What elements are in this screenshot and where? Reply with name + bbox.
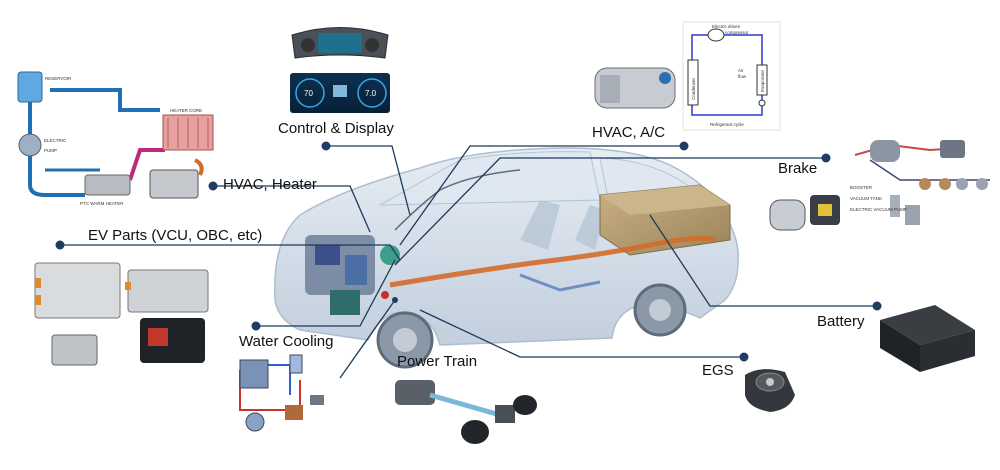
obc-box [127,269,209,313]
speed-readout: 70 [304,89,313,98]
coolant-pump [245,412,265,432]
air-flow-text-2: flow [738,74,747,79]
car-illustration [273,147,739,369]
ptc-heater [84,174,131,196]
connector-lines [60,145,877,379]
brake-booster [870,140,900,162]
coolant-reservoir [289,354,303,374]
ac-compressor-symbol [707,28,725,42]
vacuum-tank-text: VACUUM TANK [850,196,882,201]
egs-shifter [745,369,795,412]
ptc-module [149,169,199,199]
egs-label: EGS [702,362,734,379]
evaporator-text: Evaporator [760,69,765,92]
car-seat [520,200,560,250]
power-train-assembly [395,380,537,444]
brake-label: Brake [778,160,818,177]
electric-label: ELECTRIC [44,138,67,143]
ev-parts-label: EV Parts (VCU, OBC, etc) [88,227,263,244]
controller-small [51,334,98,366]
radiator [239,359,269,389]
battery-box [880,305,975,372]
ev-parts-modules [34,262,209,366]
electric-pump [18,133,42,157]
pump-label: PUMP [44,148,57,153]
motor-unit [395,380,435,405]
heater-circuit: RESERVOIR ELECTRIC PUMP HEATER CORE PTC … [17,71,214,206]
vacuum-pump-text: ELECTRIC VACUUM PUMP [850,207,907,212]
wheel-right [513,395,537,415]
compressor-text-2: compressor [725,30,749,35]
hvac-heater-label: HVAC, Heater [223,176,317,193]
reservoir-label: RESERVOIR [45,76,72,81]
ac-system: Electric driven compressor Air flow Refr… [594,21,781,131]
vacuum-pump [905,205,920,225]
battery-label: Battery [817,313,865,330]
water-cooling-label: Water Cooling [239,333,334,350]
car-seat-rear [575,205,605,250]
car-windshield [379,151,601,206]
power-train-label: Power Train [397,353,478,370]
vcu-box [34,262,121,319]
water-cooling-diagram [239,354,324,432]
connector-dots [55,141,882,362]
air-flow-text-1: Air [738,68,744,73]
refrigerant-cycle-text: Refrigerant cycle [710,122,744,127]
brake-system: BOOSTER VACUUM TANK ELECTRIC VACUUM PUMP [769,140,990,231]
dashboard-images: 70 7.0 [290,27,390,113]
electric-pump-motor [769,199,806,231]
hvac-ac-label: HVAC, A/C [592,124,666,141]
power-readout: 7.0 [365,89,377,98]
condenser-symbol [687,59,699,106]
control-display-label: Control & Display [278,120,394,137]
orange-harness [389,235,716,288]
compressor-text-1: Electric driven [712,24,741,29]
booster-text: BOOSTER [850,185,873,190]
vacuum-tank [890,195,900,217]
evaporator-symbol [756,64,768,96]
condenser-text: Condenser [691,77,696,100]
ptc-label: PTC WARM HEATER [80,201,124,206]
wheel-left [461,420,489,444]
brake-master [940,140,965,158]
reservoir-tank [17,71,43,103]
heater-core-label: HEATER CORE [170,108,202,113]
